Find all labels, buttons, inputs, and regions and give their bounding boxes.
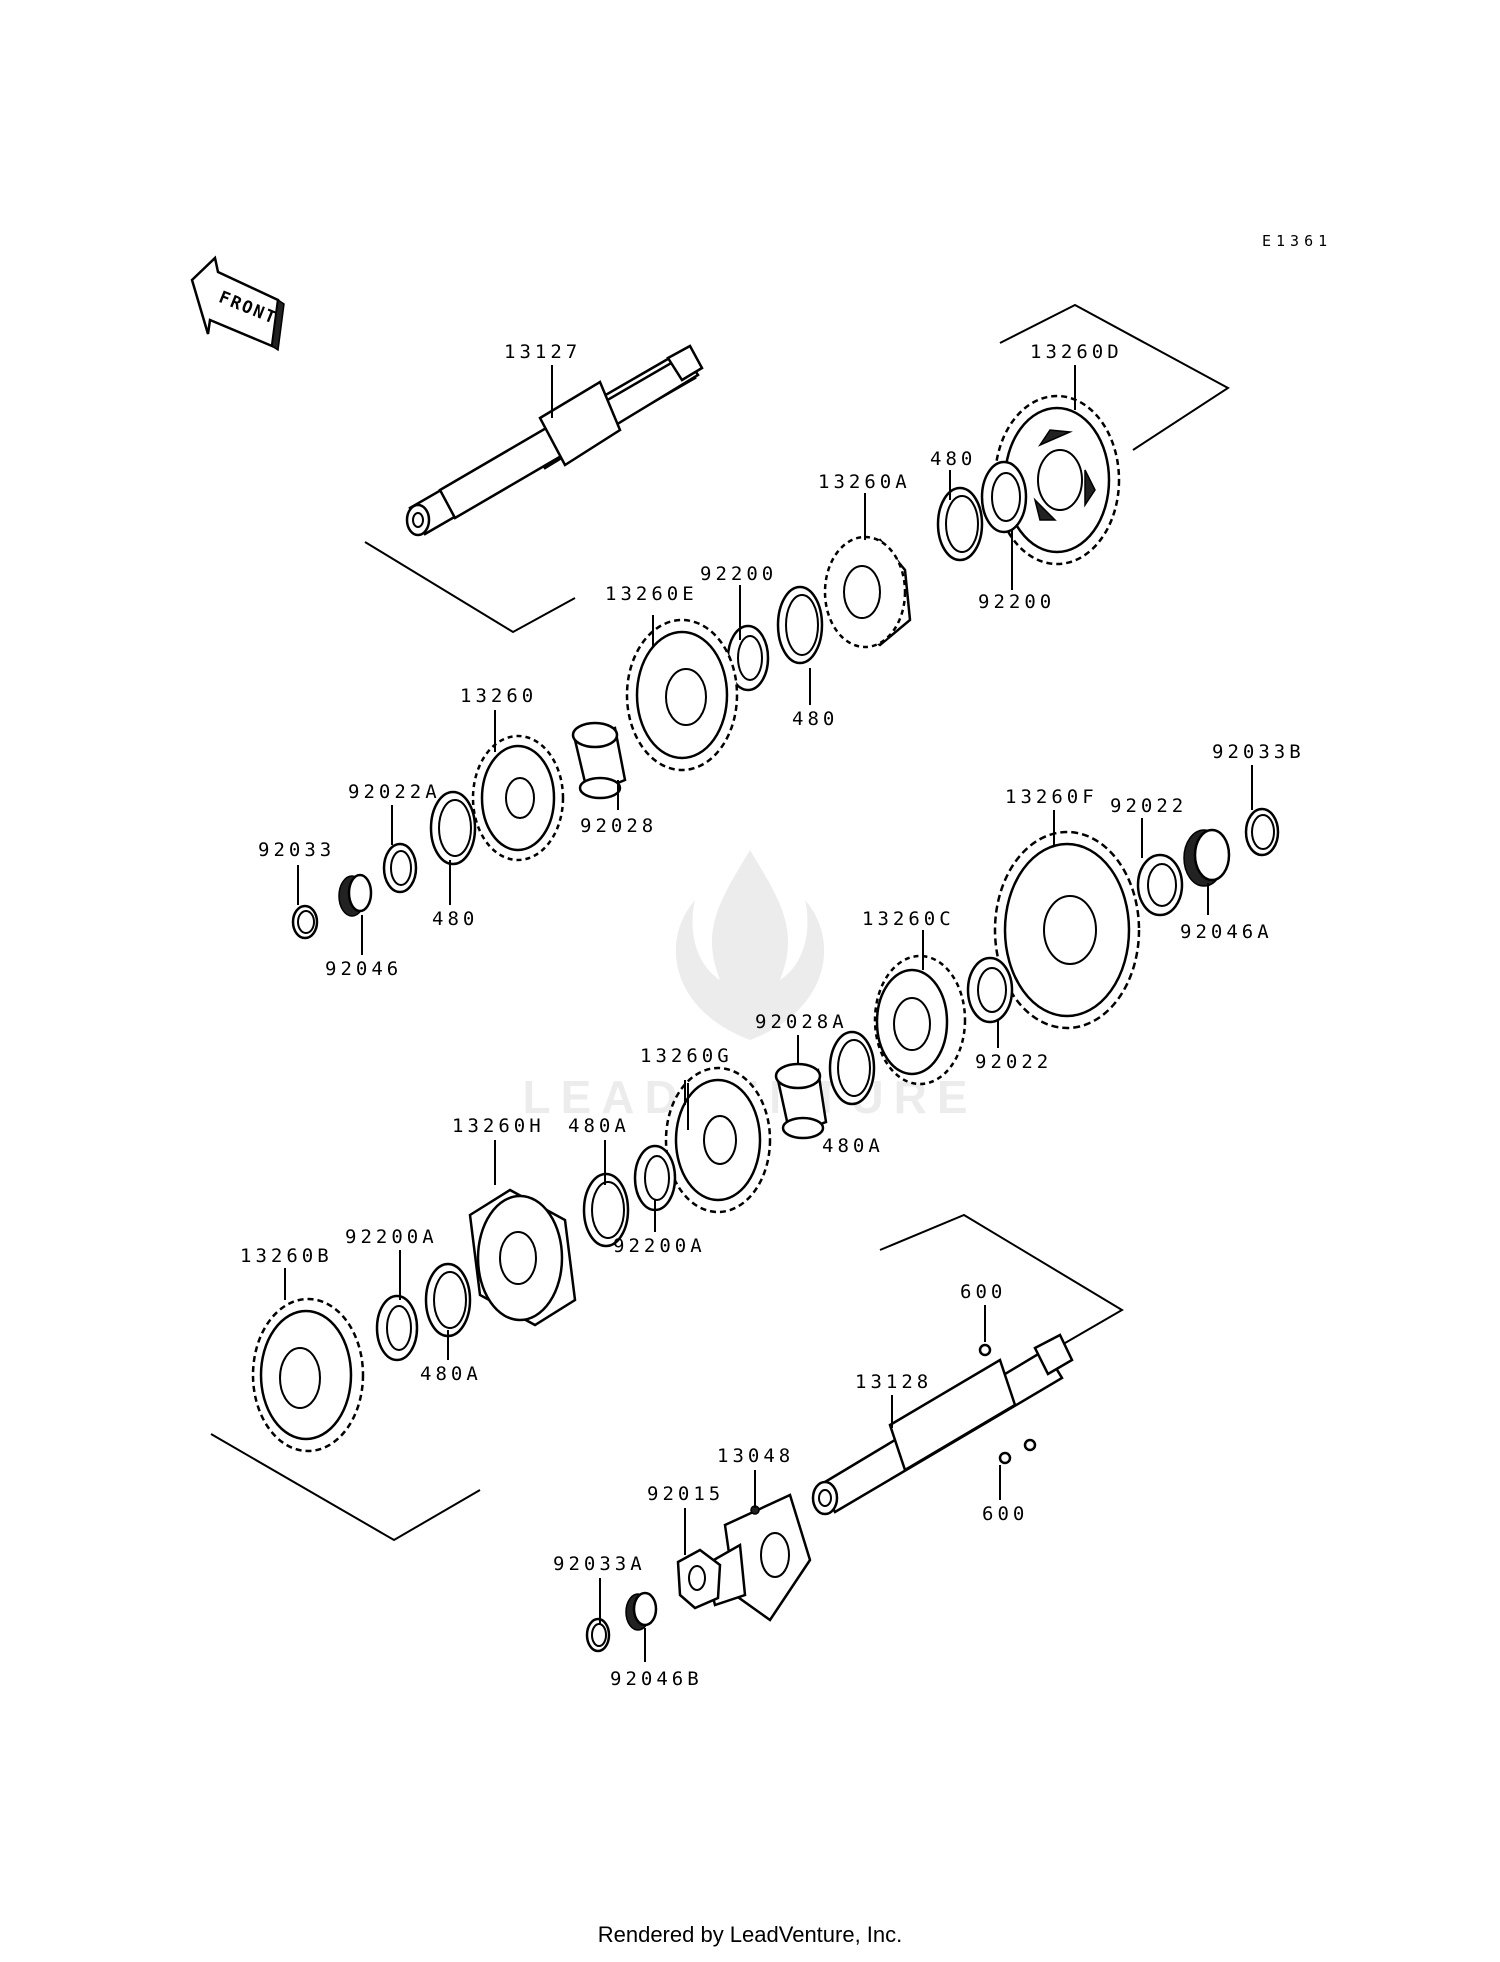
gear-13260b	[251, 1297, 365, 1453]
needle-bearing-92046	[338, 873, 373, 917]
label-13260h: 13260H	[452, 1115, 545, 1137]
label-92046b: 92046B	[610, 1668, 703, 1690]
gear-13260	[471, 734, 565, 862]
label-92015: 92015	[647, 1483, 724, 1505]
label-13260b: 13260B	[240, 1245, 333, 1267]
circlip-480a-lower	[424, 1262, 472, 1338]
label-480-upper: 480	[930, 448, 976, 470]
gear-13260f	[993, 830, 1141, 1030]
shift-drum-13048	[703, 1493, 812, 1622]
circlip-92033a	[585, 1617, 611, 1653]
label-13260f: 13260F	[1005, 786, 1098, 808]
circlip-480-left	[429, 790, 477, 866]
circlip-480a-middle	[582, 1172, 630, 1248]
label-92046a: 92046A	[1180, 921, 1273, 943]
label-13260d: 13260D	[1030, 341, 1123, 363]
needle-bearing-92046a	[1183, 828, 1231, 887]
label-13260g: 13260G	[640, 1045, 733, 1067]
gear-13260h	[468, 1188, 577, 1327]
footer-credit: Rendered by LeadVenture, Inc.	[597, 1922, 903, 1947]
upper-bracket-lines	[210, 303, 1230, 1542]
label-92028: 92028	[580, 815, 657, 837]
circlip-92033	[291, 904, 319, 940]
label-480-middle: 480	[792, 708, 838, 730]
washer-92200-right	[980, 460, 1028, 534]
gear-13260a	[823, 535, 912, 649]
label-480a-lower: 480A	[420, 1363, 482, 1385]
diagram-reference-code: E1361	[1262, 232, 1333, 250]
label-92022-upper: 92022	[1110, 795, 1187, 817]
label-92033b: 92033B	[1212, 741, 1305, 763]
label-92028a: 92028A	[755, 1011, 848, 1033]
circlip-92033b	[1244, 807, 1280, 857]
label-92200-middle: 92200	[700, 563, 777, 585]
circlip-480-middle	[776, 585, 824, 665]
gear-13260e	[625, 618, 739, 772]
label-13048: 13048	[717, 1445, 794, 1467]
ball-600-upper	[978, 1343, 992, 1357]
washer-92022-lower	[966, 956, 1014, 1024]
washer-92200a-lower	[375, 1294, 419, 1362]
label-92046: 92046	[325, 958, 402, 980]
label-480a-right: 480A	[822, 1135, 884, 1157]
gear-13260c	[873, 954, 967, 1086]
input-shaft-13127	[405, 344, 704, 537]
label-13127: 13127	[504, 341, 581, 363]
label-13260c: 13260C	[862, 908, 955, 930]
label-600-lower: 600	[982, 1503, 1028, 1525]
output-shaft-13128	[811, 1333, 1074, 1516]
washer-92022-upper	[1136, 853, 1184, 917]
ball-600-lower	[998, 1438, 1037, 1465]
bushing-92028	[571, 721, 627, 800]
label-480a-middle: 480A	[568, 1115, 630, 1137]
gear-13260g	[664, 1066, 772, 1214]
label-13260: 13260	[460, 685, 537, 707]
label-92200a-middle: 92200A	[613, 1235, 706, 1257]
washer-92022a	[382, 842, 418, 894]
needle-bearing-92046b	[625, 1591, 658, 1631]
label-13128: 13128	[855, 1371, 932, 1393]
part-labels: 13127 13260D 480 13260A 92200 92200 1326…	[240, 341, 1305, 1690]
label-92200a-lower: 92200A	[345, 1226, 438, 1248]
label-92022a: 92022A	[348, 781, 441, 803]
leader-lines	[284, 365, 1253, 1662]
bushing-92028a	[774, 1062, 828, 1140]
label-480-left: 480	[432, 908, 478, 930]
label-92022-lower: 92022	[975, 1051, 1052, 1073]
label-92200-right: 92200	[978, 591, 1055, 613]
circlip-480-upper	[936, 486, 984, 562]
label-600-upper: 600	[960, 1281, 1006, 1303]
label-13260e: 13260E	[605, 583, 698, 605]
nut-92015	[676, 1548, 722, 1610]
circlip-480a-right	[828, 1030, 876, 1106]
label-92033a: 92033A	[553, 1553, 646, 1575]
front-arrow-icon: FRONT	[190, 255, 285, 352]
label-92033: 92033	[258, 839, 335, 861]
label-13260a: 13260A	[818, 471, 911, 493]
